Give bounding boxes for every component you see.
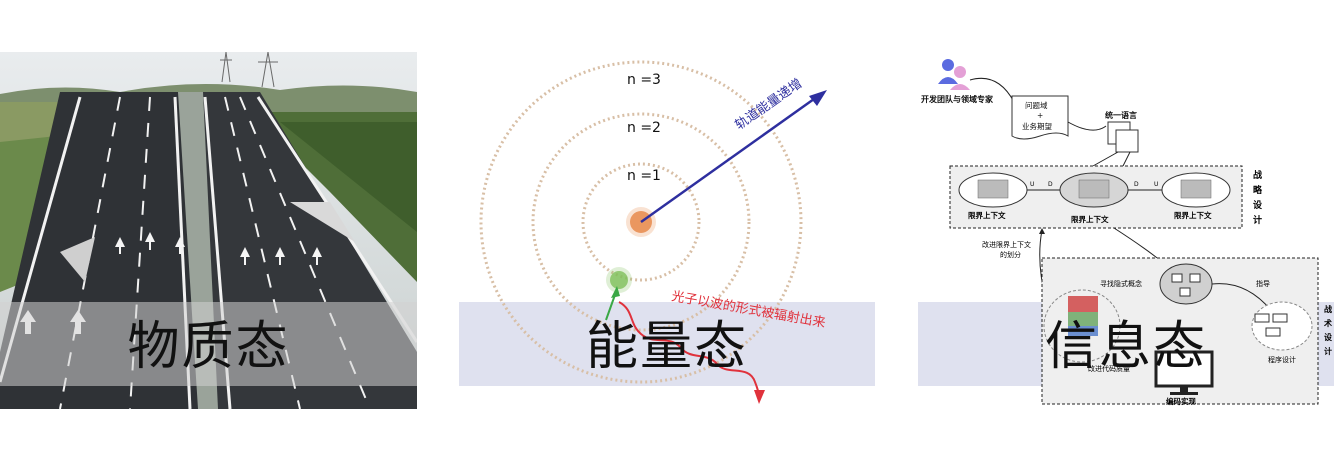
find-implicit-label: 寻找隐式概念	[1100, 279, 1142, 288]
label-n1: n =1	[627, 168, 661, 184]
business-expectation-label: 业务期望	[1022, 121, 1052, 131]
svg-text:D: D	[1134, 181, 1139, 188]
electron	[610, 271, 628, 289]
bohr-model-diagram: n =1 n =2 n =3 轨道能量递增 光子以波的形式被辐射出来	[479, 60, 827, 404]
label-n2: n =2	[627, 120, 661, 136]
caption-information: 信息态	[1044, 317, 1207, 377]
orbit-n3	[479, 60, 803, 384]
svg-text:D: D	[1048, 181, 1053, 188]
svg-text:设: 设	[1253, 199, 1263, 211]
orbit-n2	[531, 112, 751, 332]
caption-band	[0, 302, 417, 386]
ddd-diagram: 开发团队与领域专家 问题域 + 业务期望 统一语言 战 略 设 计	[921, 59, 1332, 406]
svg-text:的划分: 的划分	[1000, 250, 1021, 259]
orbit-n1	[581, 162, 701, 282]
problem-domain-label: 问题域	[1025, 100, 1048, 110]
guide-label: 指导	[1256, 279, 1270, 288]
svg-text:计: 计	[1253, 214, 1262, 226]
svg-text:略: 略	[1253, 184, 1263, 196]
orbit-energy-arrow	[640, 92, 822, 224]
svg-text:战: 战	[1324, 304, 1332, 314]
bohr-model-panel: n =1 n =2 n =3 轨道能量递增 光子以波的形式被辐射出来 能量态	[459, 52, 875, 409]
caption-energy: 能量态	[585, 317, 748, 377]
ddd-panel: 开发团队与领域专家 问题域 + 业务期望 统一语言 战 略 设 计	[918, 52, 1334, 409]
program-design-label: 程序设计	[1268, 355, 1296, 364]
svg-text:+: +	[1037, 111, 1043, 120]
caption-matter: 物质态	[127, 317, 290, 377]
improve-quality-label: 改进代码质量	[1088, 364, 1130, 373]
label-n3: n =3	[627, 72, 661, 88]
svg-text:战: 战	[1253, 169, 1262, 181]
bounded-context-1: 限界上下文	[968, 210, 1006, 220]
team-label: 开发团队与领域专家	[921, 94, 994, 104]
svg-text:改进限界上下文: 改进限界上下文	[982, 240, 1031, 249]
coding-label: 编码实现	[1166, 396, 1196, 406]
svg-text:U: U	[1154, 181, 1158, 188]
highway-photo: 物质态	[0, 52, 417, 409]
svg-text:计: 计	[1324, 346, 1332, 356]
caption-band	[459, 302, 875, 386]
svg-text:U: U	[1030, 181, 1034, 188]
svg-text:术: 术	[1323, 318, 1332, 328]
svg-text:设: 设	[1324, 332, 1332, 342]
ubiquitous-language-label: 统一语言	[1105, 110, 1137, 120]
bounded-context-3: 限界上下文	[1174, 210, 1212, 220]
team-icon	[938, 59, 970, 90]
bounded-context-2: 限界上下文	[1071, 214, 1109, 224]
monitor-icon	[1154, 350, 1214, 388]
